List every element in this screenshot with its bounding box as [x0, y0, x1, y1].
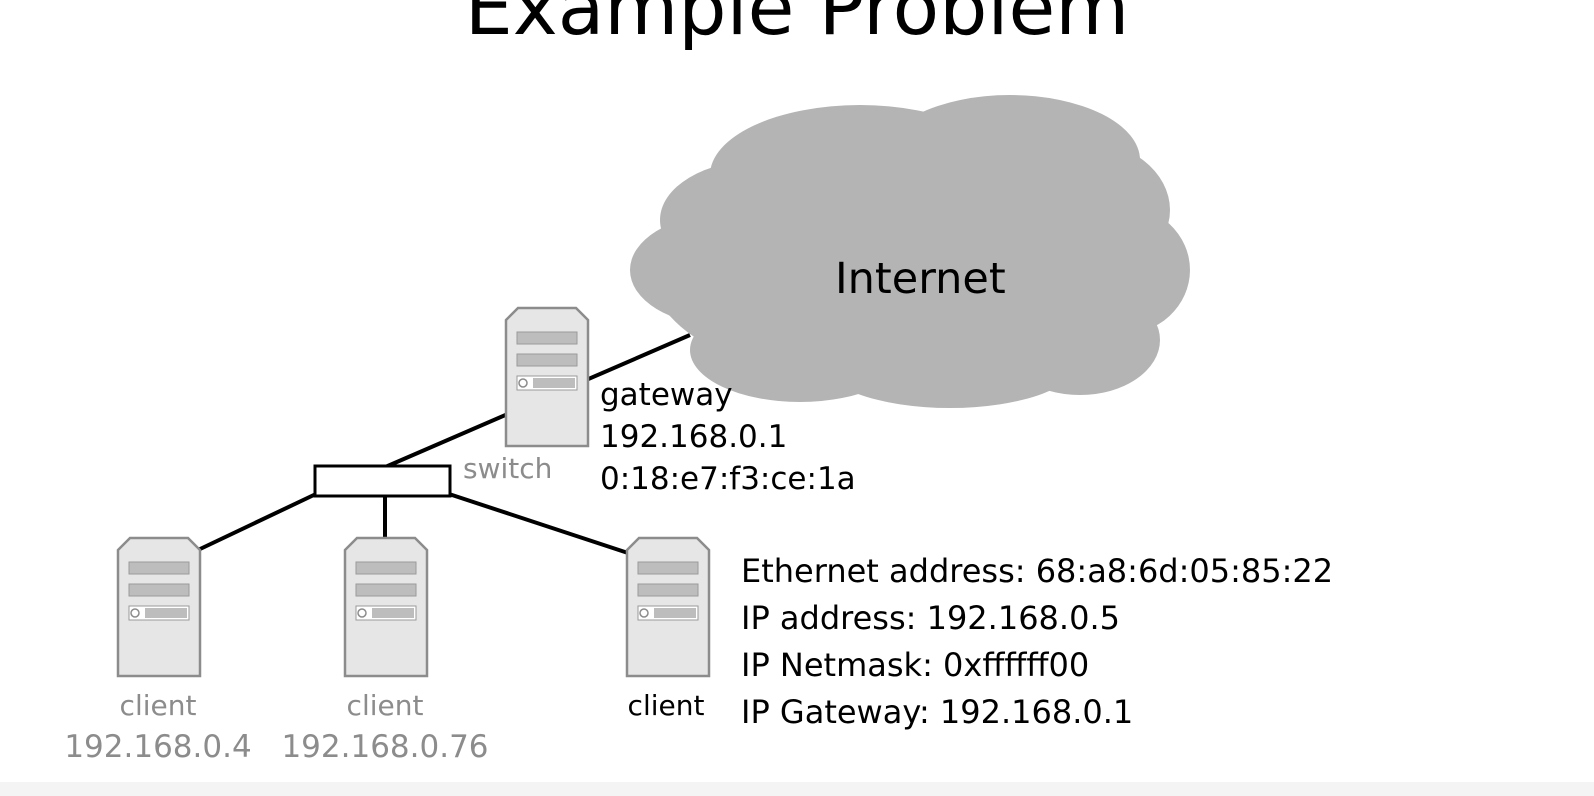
slide-title: Example Problem: [464, 0, 1130, 52]
client-2-server-icon: [343, 536, 429, 678]
client-1-label: client: [119, 689, 197, 722]
client-ip-netmask: IP Netmask: 0xffffff00: [741, 646, 1090, 684]
internet-label: Internet: [835, 254, 1006, 304]
gateway-mac: 0:18:e7:f3:ce:1a: [600, 461, 856, 497]
client-1-server-icon: [116, 536, 202, 678]
switch-label: switch: [463, 452, 553, 485]
link-switch-client-1: [197, 491, 319, 552]
gateway-server-icon: [504, 306, 590, 448]
client-ip-gateway: IP Gateway: 192.168.0.1: [741, 693, 1134, 731]
client-2-ip: 192.168.0.76: [281, 729, 489, 765]
switch-icon: [313, 464, 452, 498]
client-3-server-icon: [625, 536, 711, 678]
client-3-label: client: [627, 689, 705, 722]
bottom-strip: [0, 782, 1594, 796]
gateway-ip: 192.168.0.1: [600, 419, 788, 455]
client-1-ip: 192.168.0.4: [64, 729, 252, 765]
client-2-label: client: [346, 689, 424, 722]
link-switch-client-3: [445, 491, 629, 555]
client-ethernet-address: Ethernet address: 68:a8:6d:05:85:22: [741, 552, 1334, 590]
client-ip-address: IP address: 192.168.0.5: [741, 599, 1120, 637]
internet-cloud-icon: [630, 95, 1190, 408]
gateway-name: gateway: [600, 377, 733, 413]
